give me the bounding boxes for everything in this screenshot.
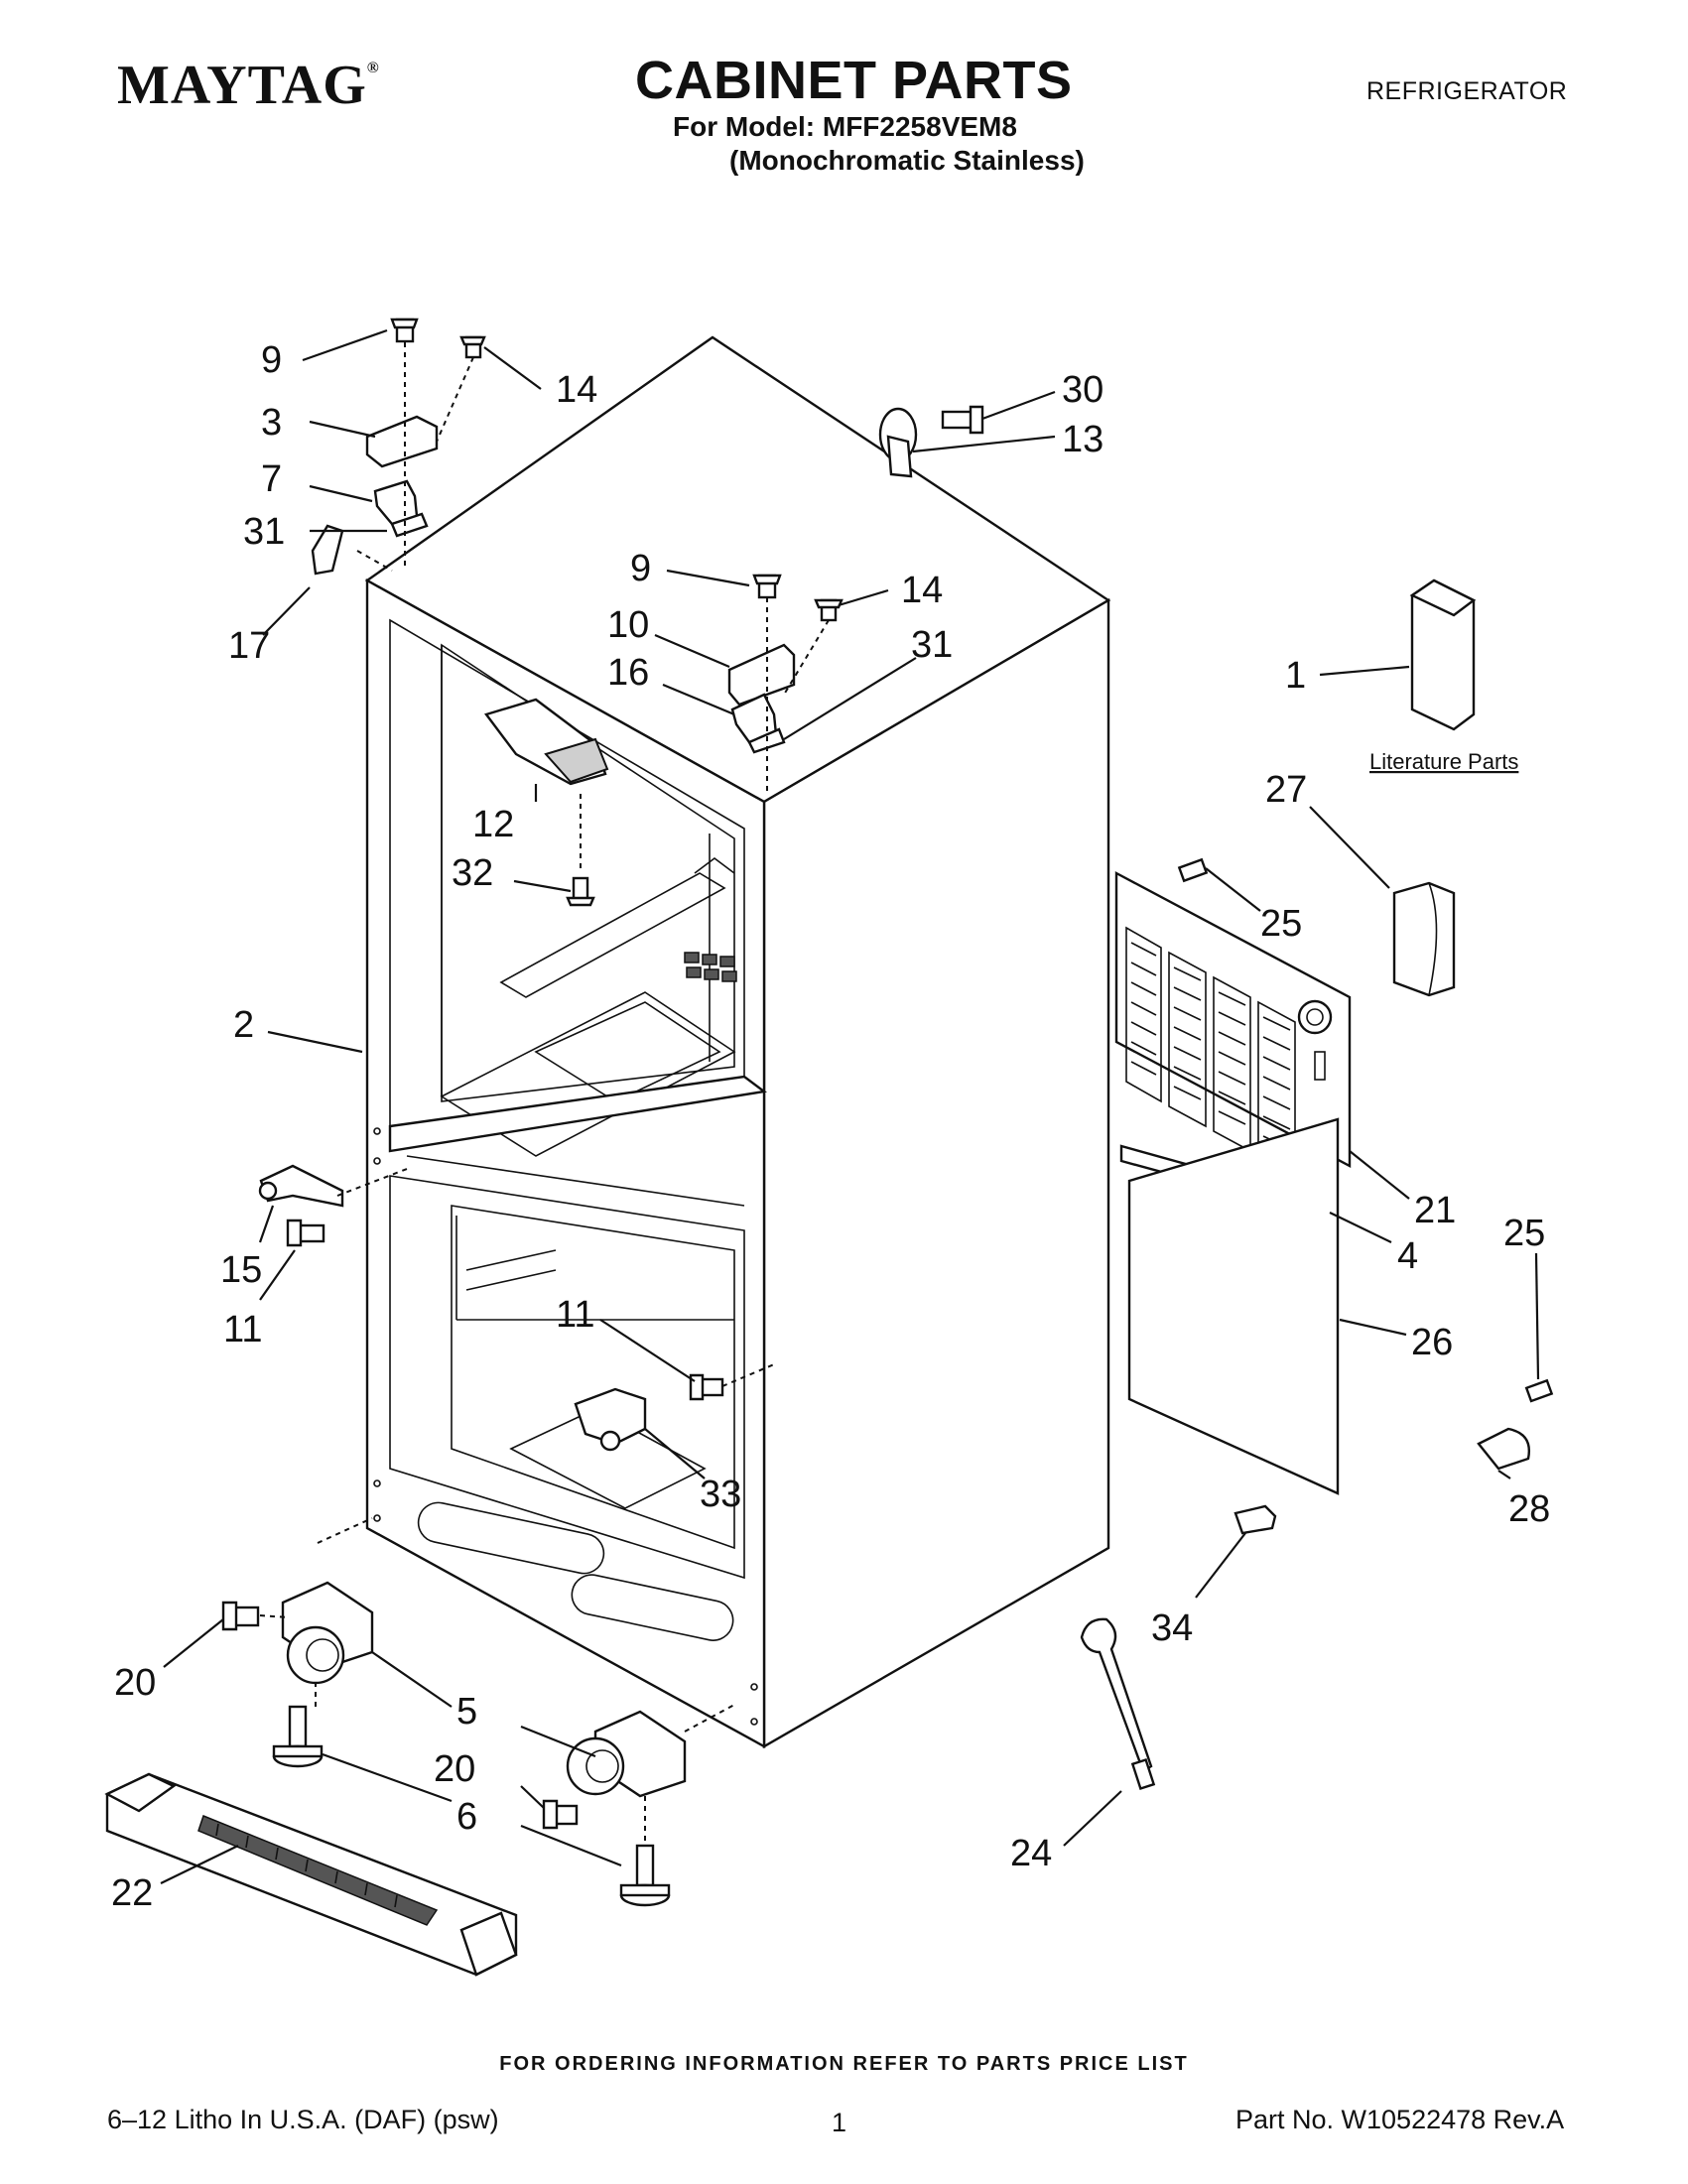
rear-grille-panel (1114, 857, 1352, 1173)
page-number: 1 (832, 2108, 847, 2137)
door-stop-assembly (878, 405, 984, 478)
leveling-leg-right (619, 1844, 671, 1907)
callout-15: 15 (220, 1249, 262, 1291)
callout-13: 13 (1062, 419, 1104, 460)
hinge-cover (365, 415, 439, 468)
callout-3: 3 (261, 402, 282, 444)
callout-31: 31 (243, 511, 285, 553)
callout-22: 22 (111, 1872, 153, 1914)
callout-30: 30 (1062, 369, 1104, 411)
leveling-wrench (1080, 1617, 1156, 1791)
ordering-note: FOR ORDERING INFORMATION REFER TO PARTS … (499, 2053, 1189, 2075)
callout-11-freezer: 11 (556, 1294, 594, 1336)
drain-clip (1234, 1504, 1277, 1535)
leveling-leg-left (272, 1705, 324, 1768)
callout-24: 24 (1010, 1833, 1052, 1874)
front-roller-right (542, 1704, 735, 1846)
hinge-pin (311, 524, 344, 576)
cable-clamp (1477, 1378, 1554, 1471)
callout-6: 6 (456, 1796, 477, 1838)
callout-10: 10 (607, 604, 649, 646)
callout-25: 25 (1260, 903, 1302, 945)
callout-31-right: 31 (911, 624, 953, 666)
cabinet-body (364, 335, 1111, 1749)
brand-name: MAYTAG (117, 55, 367, 116)
freezer-door-closer (574, 1363, 775, 1452)
literature-parts (1409, 578, 1477, 731)
callout-33: 33 (700, 1474, 741, 1515)
callout-7: 7 (261, 458, 282, 500)
top-right-hinge-assembly (727, 574, 844, 794)
front-roller-left (221, 1517, 374, 1707)
left-door-closer-15 (258, 1164, 408, 1247)
callout-14: 14 (556, 369, 597, 411)
callout-21: 21 (1414, 1190, 1456, 1231)
product-category: REFRIGERATOR (1366, 77, 1568, 105)
callout-9-right: 9 (630, 548, 651, 589)
callout-16: 16 (607, 652, 649, 694)
callout-numbers: 9 14 3 7 31 17 30 13 9 14 10 31 16 1 12 … (111, 339, 1550, 1914)
literature-parts-label: Literature Parts (1369, 749, 1518, 774)
callout-32: 32 (452, 852, 493, 894)
finish-line: (Monochromatic Stainless) (729, 145, 1085, 176)
part-number: Part No. W10522478 Rev.A (1235, 2105, 1565, 2134)
callout-27: 27 (1265, 769, 1307, 811)
callout-26: 26 (1411, 1322, 1453, 1363)
callout-34: 34 (1151, 1607, 1193, 1649)
air-vent-grille (684, 952, 737, 982)
rear-cover-panel (1127, 1117, 1340, 1495)
leader-lines (160, 328, 1540, 1884)
callout-5: 5 (456, 1691, 477, 1733)
wire-clip (1392, 881, 1456, 997)
litho-code: 6–12 Litho In U.S.A. (DAF) (psw) (107, 2105, 499, 2134)
callout-14-right: 14 (901, 570, 943, 611)
callout-17: 17 (228, 625, 270, 667)
callout-11: 11 (223, 1309, 262, 1350)
callout-20: 20 (114, 1662, 156, 1704)
callout-4: 4 (1397, 1235, 1418, 1277)
brand-logo: MAYTAG® (117, 54, 380, 117)
hinge-shim (390, 512, 429, 538)
callout-2: 2 (233, 1004, 254, 1046)
model-line: For Model: MFF2258VEM8 (673, 111, 1017, 142)
ice-bin-bracket (484, 698, 609, 907)
base-grille (104, 1772, 518, 1977)
callout-20-right: 20 (434, 1748, 475, 1790)
page-title: CABINET PARTS (635, 51, 1073, 110)
registered-mark: ® (366, 60, 380, 76)
callout-12: 12 (472, 804, 514, 845)
callout-28: 28 (1508, 1488, 1550, 1530)
callout-9: 9 (261, 339, 282, 381)
callout-1: 1 (1285, 655, 1306, 697)
callout-25-clamp: 25 (1503, 1213, 1545, 1254)
